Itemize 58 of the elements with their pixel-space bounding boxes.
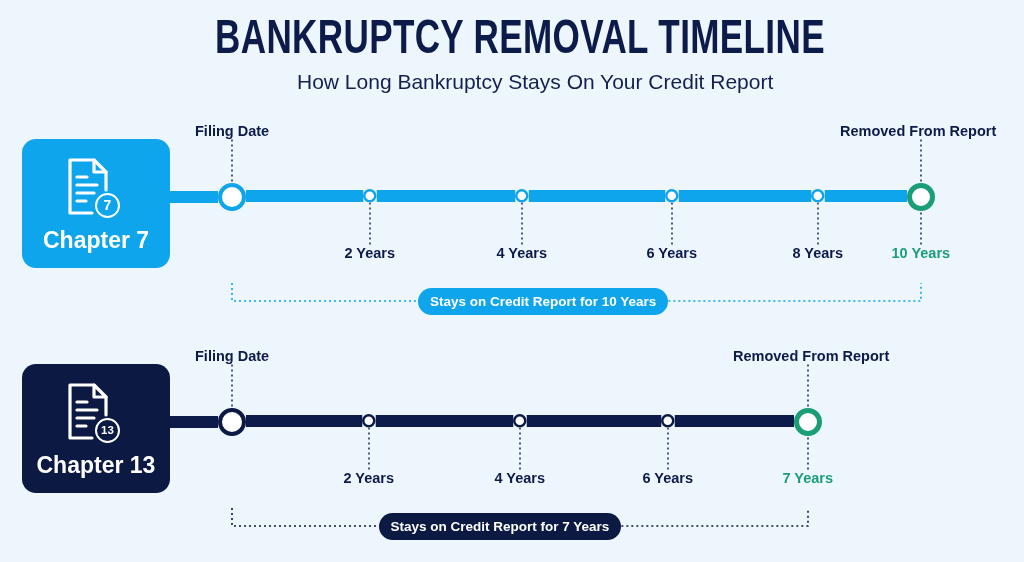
milestone-dot	[811, 189, 825, 203]
chapter-card	[22, 139, 170, 268]
leader-line	[519, 426, 521, 471]
leader-line	[807, 363, 809, 409]
start-dot	[218, 183, 246, 211]
year-label: 7 Years	[782, 469, 834, 487]
end-dot	[794, 408, 822, 436]
year-label: 8 Years	[792, 244, 844, 262]
timeline-bar	[824, 190, 907, 202]
leader-line	[920, 138, 922, 184]
number-badge: 13	[95, 418, 120, 443]
leader-line	[369, 201, 371, 246]
milestone-dot	[665, 189, 679, 203]
milestone-dot	[661, 414, 675, 428]
timeline-bar	[528, 190, 666, 202]
title: BANKRUPTCY REMOVAL TIMELINE	[215, 13, 825, 61]
year-label: 6 Years	[646, 244, 698, 262]
year-label: 2 Years	[344, 244, 396, 262]
timeline-bar	[526, 415, 662, 427]
start-dot	[218, 408, 246, 436]
year-label: 6 Years	[642, 469, 694, 487]
year-label: 4 Years	[496, 244, 548, 262]
timeline-bar	[375, 415, 514, 427]
milestone-label: Removed From Report	[840, 122, 997, 140]
milestone-dot	[515, 189, 529, 203]
milestone-dot	[513, 414, 527, 428]
leader-line	[521, 201, 523, 246]
timeline-bar	[678, 190, 812, 202]
leader-line	[667, 426, 669, 471]
leader-line	[920, 210, 922, 246]
year-label: 10 Years	[891, 244, 951, 262]
milestone-dot	[362, 414, 376, 428]
leader-line	[368, 426, 370, 471]
chapter-title: Chapter 13	[36, 452, 156, 478]
milestone-label: Filing Date	[195, 347, 270, 365]
year-label: 2 Years	[343, 469, 395, 487]
timeline-bar	[246, 190, 364, 202]
milestone-dot	[363, 189, 377, 203]
subtitle: How Long Bankruptcy Stays On Your Credit Report	[297, 70, 774, 94]
end-dot	[907, 183, 935, 211]
leader-line	[231, 138, 233, 184]
leader-line	[671, 201, 673, 246]
timeline-bar	[376, 190, 516, 202]
milestone-label: Filing Date	[195, 122, 270, 140]
leader-line	[807, 435, 809, 471]
timeline-bar	[170, 416, 218, 428]
leader-line	[231, 363, 233, 409]
year-label: 4 Years	[494, 469, 546, 487]
chapter-card	[22, 364, 170, 493]
milestone-label: Removed From Report	[733, 347, 890, 365]
duration-pill: Stays on Credit Report for 10 Years	[418, 287, 669, 315]
duration-pill: Stays on Credit Report for 7 Years	[378, 512, 622, 540]
number-badge: 7	[95, 193, 120, 218]
leader-line	[817, 201, 819, 246]
timeline-bar	[170, 191, 218, 203]
timeline-bar	[246, 415, 363, 427]
timeline-bar	[674, 415, 794, 427]
chapter-title: Chapter 7	[43, 227, 150, 253]
